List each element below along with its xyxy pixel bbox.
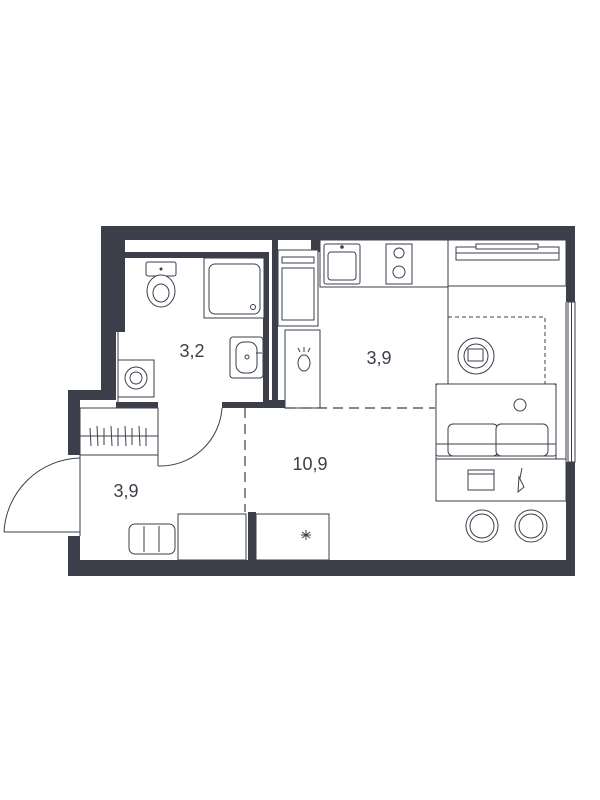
shoe-bench-icon bbox=[128, 523, 176, 555]
sink-icon bbox=[229, 336, 264, 379]
bathroom-door-icon bbox=[157, 407, 223, 467]
wall-bath-left bbox=[116, 240, 125, 332]
window-icon bbox=[565, 301, 576, 463]
oven-icon bbox=[284, 329, 321, 409]
wall-right-upper bbox=[566, 226, 575, 302]
room-area-bathroom: 3,2 bbox=[179, 341, 204, 361]
room-area-kitchen: 3,9 bbox=[366, 348, 391, 368]
interior-walls bbox=[116, 240, 320, 560]
desk-icon bbox=[435, 458, 567, 502]
wall-kitchen-nub bbox=[311, 240, 320, 252]
wardrobe-icon bbox=[79, 407, 159, 456]
toilet-icon bbox=[145, 261, 177, 308]
entrance-door-icon bbox=[3, 455, 81, 536]
wall-step bbox=[68, 390, 116, 400]
wall-bath-bottom-left bbox=[116, 402, 158, 408]
rug-icon bbox=[447, 316, 546, 386]
wall-bath-right-inner bbox=[263, 252, 269, 402]
hall-cabinet bbox=[177, 513, 247, 561]
wall-left-upper bbox=[101, 226, 116, 390]
stool-icon bbox=[465, 509, 548, 543]
room-area-living: 10,9 bbox=[292, 454, 327, 474]
fridge-icon bbox=[277, 249, 319, 327]
outer-walls bbox=[68, 226, 575, 576]
wall-bath-top bbox=[125, 252, 268, 258]
wall-bottom bbox=[68, 560, 575, 576]
washing-machine-icon bbox=[117, 359, 155, 398]
wall-bath-bottom-right bbox=[222, 402, 282, 408]
wall-bath-right bbox=[272, 240, 278, 408]
room-area-hallway: 3,9 bbox=[113, 481, 138, 501]
wall-closet bbox=[248, 512, 256, 560]
wall-top bbox=[101, 226, 575, 240]
shower-tray-icon bbox=[203, 257, 265, 319]
stove-icon bbox=[385, 243, 413, 285]
wall-right-lower bbox=[566, 462, 575, 576]
wall-left-mid bbox=[68, 390, 80, 455]
tv-icon bbox=[447, 239, 567, 287]
kitchen-sink-icon bbox=[323, 243, 361, 285]
closet-unit bbox=[255, 513, 330, 561]
sofa-icon bbox=[435, 383, 557, 460]
